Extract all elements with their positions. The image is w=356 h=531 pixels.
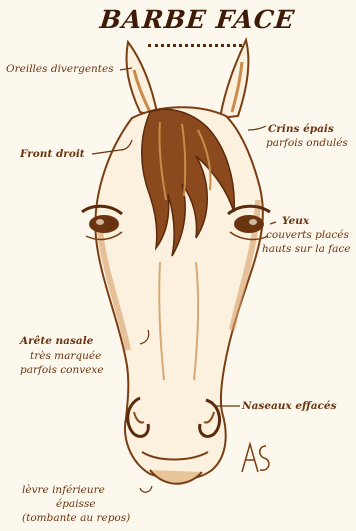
label-levre-2: épaisse	[56, 498, 96, 511]
artist-signature	[236, 436, 276, 478]
label-levre-3: (tombante au repos)	[22, 512, 130, 525]
label-arete-1: Arête nasale	[20, 335, 93, 348]
label-front: Front droit	[20, 148, 85, 161]
label-yeux-2: couverts placés	[266, 229, 349, 242]
label-arete-3: parfois convexe	[20, 364, 104, 377]
label-levre-1: lèvre inférieure	[22, 484, 105, 497]
label-criniere-1: Crins épais	[268, 123, 334, 136]
label-criniere-2: parfois ondulés	[266, 137, 348, 150]
label-yeux-1: Yeux	[282, 215, 309, 228]
label-arete-2: très marquée	[30, 350, 101, 363]
label-yeux-3: hauts sur la face	[262, 243, 350, 256]
label-naseaux: Naseaux effacés	[242, 400, 337, 413]
label-oreilles: Oreilles divergentes	[6, 63, 114, 76]
lower-lip	[150, 470, 202, 484]
left-ear	[127, 42, 159, 118]
